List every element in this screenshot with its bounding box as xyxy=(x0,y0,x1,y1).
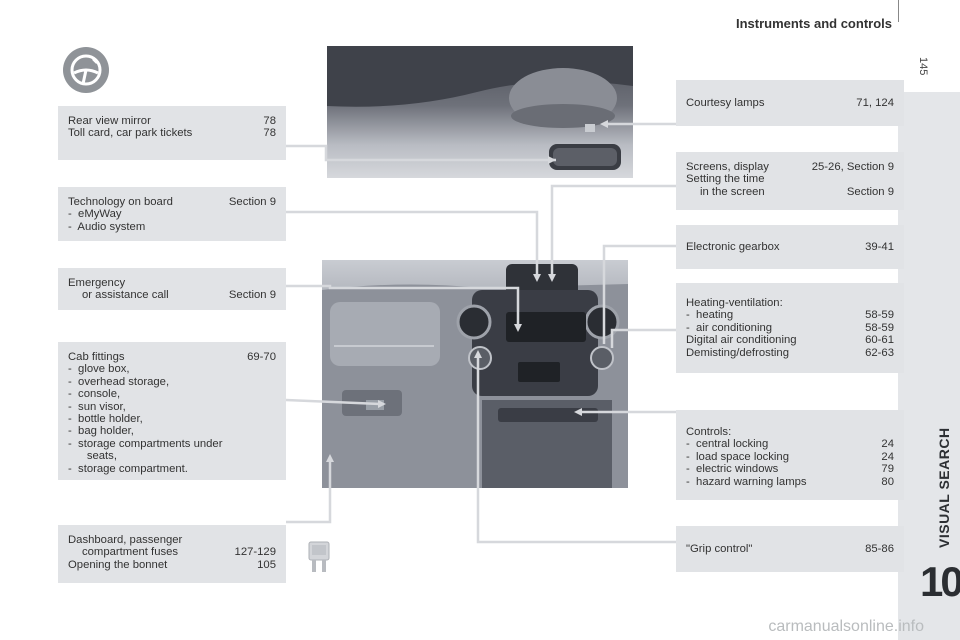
row-technology-title: Technology on board Section 9 xyxy=(68,196,276,208)
row-demisting: Demisting/defrosting 62-63 xyxy=(686,347,894,359)
label-heating: - heating xyxy=(686,309,734,322)
ref-air-conditioning: 58-59 xyxy=(865,321,894,334)
list-item: - bottle holder, xyxy=(68,413,143,426)
row-heating: - heating 58-59 xyxy=(686,309,894,321)
row-hazard-lamps: - hazard warning lamps 80 xyxy=(686,476,894,488)
box-technology: Technology on board Section 9 - eMyWay -… xyxy=(58,187,286,241)
box-cab-fittings: Cab fittings 69-70 - glove box, - overhe… xyxy=(58,342,286,480)
box-rear-view-mirror: Rear view mirror 78 Toll card, car park … xyxy=(58,106,286,160)
row-digital-ac: Digital air conditioning 60-61 xyxy=(686,334,894,346)
row-rear-view-mirror: Rear view mirror 78 xyxy=(68,115,276,127)
row-bonnet: Opening the bonnet 105 xyxy=(68,559,276,571)
ref-electric-windows: 79 xyxy=(881,463,894,476)
label-grip-control: "Grip control" xyxy=(686,543,753,555)
ref-digital-ac: 60-61 xyxy=(865,334,894,347)
list-item: - Audio system xyxy=(68,220,146,233)
row-gearbox: Electronic gearbox 39-41 xyxy=(686,241,894,253)
list-item: seats, xyxy=(68,450,117,463)
row-load-space-locking: - load space locking 24 xyxy=(686,451,894,463)
ref-emergency: Section 9 xyxy=(228,289,276,302)
ref-rear-view-mirror: 78 xyxy=(263,115,276,127)
row-fuses: compartment fuses 127-129 xyxy=(68,546,276,558)
row-toll-card: Toll card, car park tickets 78 xyxy=(68,127,276,139)
row-emergency: or assistance call Section 9 xyxy=(68,289,276,301)
ref-bonnet: 105 xyxy=(257,558,276,571)
ref-gearbox: 39-41 xyxy=(865,241,894,253)
box-controls: Controls: - central locking 24 - load sp… xyxy=(676,410,904,500)
row-central-locking: - central locking 24 xyxy=(686,438,894,450)
ref-grip-control: 85-86 xyxy=(865,543,894,555)
label-controls-title: Controls: xyxy=(686,426,732,438)
label-air-conditioning: - air conditioning xyxy=(686,321,773,334)
row-cab-fittings: Cab fittings 69-70 xyxy=(68,351,276,363)
list-item: - sun visor, xyxy=(68,400,126,413)
row-courtesy-lamps: Courtesy lamps 71, 124 xyxy=(686,97,894,109)
ref-hazard-lamps: 80 xyxy=(881,475,894,488)
label-digital-ac: Digital air conditioning xyxy=(686,334,797,347)
label-demisting: Demisting/defrosting xyxy=(686,346,789,359)
sidebar-band xyxy=(898,92,960,640)
watermark: carmanualsonline.info xyxy=(768,618,924,635)
list-item: - console, xyxy=(68,388,121,401)
row-grip-control: "Grip control" 85-86 xyxy=(686,543,894,555)
list-item: - eMyWay xyxy=(68,208,122,221)
dashboard-photo xyxy=(322,260,628,488)
label-cab-fittings: Cab fittings xyxy=(68,351,125,363)
box-heating: Heating-ventilation: - heating 58-59 - a… xyxy=(676,283,904,373)
list-item: - glove box, xyxy=(68,363,130,376)
row-in-screen: in the screen Section 9 xyxy=(686,186,894,198)
box-gearbox: Electronic gearbox 39-41 xyxy=(676,225,904,269)
ref-load-space-locking: 24 xyxy=(881,450,894,463)
label-gearbox: Electronic gearbox xyxy=(686,241,780,253)
box-emergency: Emergency or assistance call Section 9 xyxy=(58,268,286,310)
ref-fuses: 127-129 xyxy=(234,546,276,559)
roof-console-photo xyxy=(327,46,633,178)
ref-cab-fittings: 69-70 xyxy=(247,351,276,363)
fuse-icon xyxy=(306,540,332,574)
box-grip-control: "Grip control" 85-86 xyxy=(676,526,904,572)
label-technology: Technology on board xyxy=(68,196,173,208)
row-screens: Screens, display 25-26, Section 9 xyxy=(686,161,894,173)
label-hazard-lamps: - hazard warning lamps xyxy=(686,475,807,488)
ref-heating: 58-59 xyxy=(865,309,894,322)
section-number: 10 xyxy=(920,558,960,605)
label-load-space-locking: - load space locking xyxy=(686,450,789,463)
list-item: - storage compartments under xyxy=(68,437,223,450)
ref-technology: Section 9 xyxy=(228,196,276,208)
box-screens: Screens, display 25-26, Section 9 Settin… xyxy=(676,152,904,210)
page-title: Instruments and controls xyxy=(735,16,892,31)
label-dashboard: Dashboard, passenger xyxy=(68,534,183,546)
label-rear-view-mirror: Rear view mirror xyxy=(68,115,151,127)
list-item: - storage compartment. xyxy=(68,462,188,475)
label-in-screen: in the screen xyxy=(700,185,765,198)
ref-toll-card: 78 xyxy=(263,127,276,140)
label-central-locking: - central locking xyxy=(686,438,769,451)
ref-in-screen: Section 9 xyxy=(846,185,894,198)
ref-screens: 25-26, Section 9 xyxy=(811,161,894,173)
label-screens: Screens, display xyxy=(686,161,769,173)
label-fuses: compartment fuses xyxy=(82,546,179,559)
label-electric-windows: - electric windows xyxy=(686,463,779,476)
label-heating-title: Heating-ventilation: xyxy=(686,297,783,309)
label-toll-card: Toll card, car park tickets xyxy=(68,127,193,140)
box-dashboard: Dashboard, passenger compartment fuses 1… xyxy=(58,525,286,583)
ref-courtesy-lamps: 71, 124 xyxy=(856,97,894,109)
ref-central-locking: 24 xyxy=(881,438,894,451)
label-bonnet: Opening the bonnet xyxy=(68,558,168,571)
label-assistance-call: or assistance call xyxy=(82,289,169,302)
label-emergency: Emergency xyxy=(68,277,126,289)
label-courtesy-lamps: Courtesy lamps xyxy=(686,97,765,109)
header-divider xyxy=(898,0,899,22)
list-item: - bag holder, xyxy=(68,425,134,438)
row-air-conditioning: - air conditioning 58-59 xyxy=(686,322,894,334)
label-setting-time: Setting the time xyxy=(686,173,765,186)
box-courtesy-lamps: Courtesy lamps 71, 124 xyxy=(676,80,904,126)
list-item: - overhead storage, xyxy=(68,375,170,388)
steering-wheel-icon xyxy=(63,47,109,93)
ref-demisting: 62-63 xyxy=(865,346,894,359)
row-electric-windows: - electric windows 79 xyxy=(686,463,894,475)
